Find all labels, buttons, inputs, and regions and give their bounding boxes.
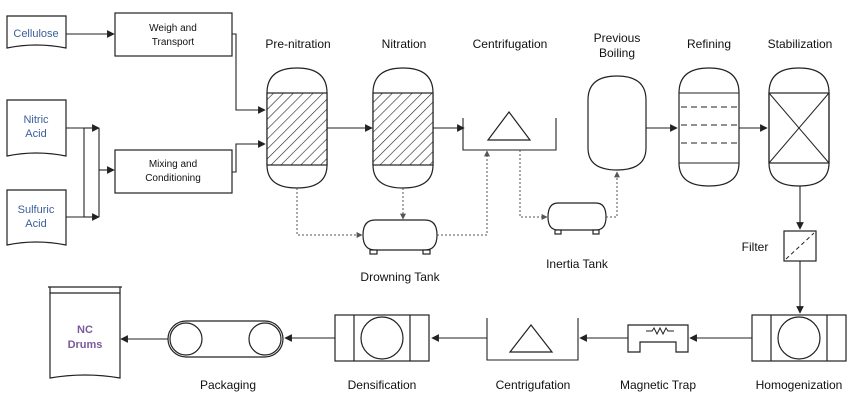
sulfuric-acid-label-line2: Acid — [25, 218, 46, 230]
mixing-to-prenitration-arrow — [232, 140, 266, 173]
nitration-label: Nitration — [382, 37, 427, 51]
pre-nitration-vessel — [266, 67, 328, 189]
centrigufation-unit — [486, 318, 579, 361]
previous-boiling-label-line2: Boiling — [599, 46, 635, 60]
sulfuric-acid-label-line1: Sulfuric — [18, 204, 55, 216]
nc-drums-container — [48, 286, 122, 379]
packaging-conveyor — [167, 320, 284, 358]
drowning-tank — [362, 219, 438, 255]
inertia-tank — [547, 202, 607, 235]
drowning-tank-label: Drowning Tank — [360, 270, 440, 284]
previous-boiling-vessel — [587, 75, 647, 171]
nc-drums-label-line2: Drums — [68, 339, 103, 351]
weigh-transport-box: Weigh and Transport — [114, 12, 233, 57]
drowning-to-centrifugation-dotted — [437, 150, 490, 236]
sulfuric-acid-tag: Sulfuric Acid — [6, 189, 67, 246]
refining-label: Refining — [687, 37, 731, 51]
refining-vessel — [678, 67, 740, 187]
mixing-conditioning-label-line1: Mixing and — [149, 159, 197, 170]
densification-label: Densification — [348, 378, 417, 392]
packaging-label: Packaging — [200, 378, 256, 392]
weigh-to-prenitration-arrow — [232, 33, 266, 114]
nc-drums-label-line1: NC — [77, 324, 93, 336]
inertia-to-previous-boiling-dotted — [606, 171, 620, 218]
inertia-tank-label: Inertia Tank — [546, 257, 609, 271]
stabilization-label: Stabilization — [768, 37, 833, 51]
filter-label: Filter — [742, 240, 769, 254]
nitric-acid-tag: Nitric Acid — [6, 99, 67, 157]
nitric-acid-label-line1: Nitric — [23, 114, 49, 126]
mixing-conditioning-label-line2: Conditioning — [145, 173, 201, 184]
mixing-conditioning-box: Mixing and Conditioning — [114, 149, 233, 194]
filter-unit — [783, 230, 817, 262]
prenitration-to-drowning-dotted — [296, 188, 363, 238]
centrifugation-unit — [462, 111, 557, 151]
centrifugation-label: Centrifugation — [473, 37, 548, 51]
centrigufation-label: Centrigufation — [496, 378, 571, 392]
magnetic-trap-label: Magnetic Trap — [620, 378, 696, 392]
densification-unit — [334, 314, 430, 362]
previous-boiling-label-line1: Previous — [594, 31, 641, 45]
stabilization-vessel — [768, 67, 830, 187]
weigh-transport-label-line1: Weigh and — [149, 23, 197, 34]
centrifugation-to-inertia-dotted — [519, 150, 548, 220]
cellulose-label: Cellulose — [13, 28, 58, 40]
cellulose-tag: Cellulose — [6, 15, 67, 49]
nitric-acid-label-line2: Acid — [25, 128, 46, 140]
magnetic-trap-unit — [627, 324, 689, 353]
pre-nitration-label: Pre-nitration — [265, 37, 330, 51]
nitration-vessel — [372, 67, 434, 189]
homogenization-unit — [751, 314, 847, 362]
weigh-transport-label-line2: Transport — [152, 37, 195, 48]
homogenization-label: Homogenization — [756, 378, 843, 392]
